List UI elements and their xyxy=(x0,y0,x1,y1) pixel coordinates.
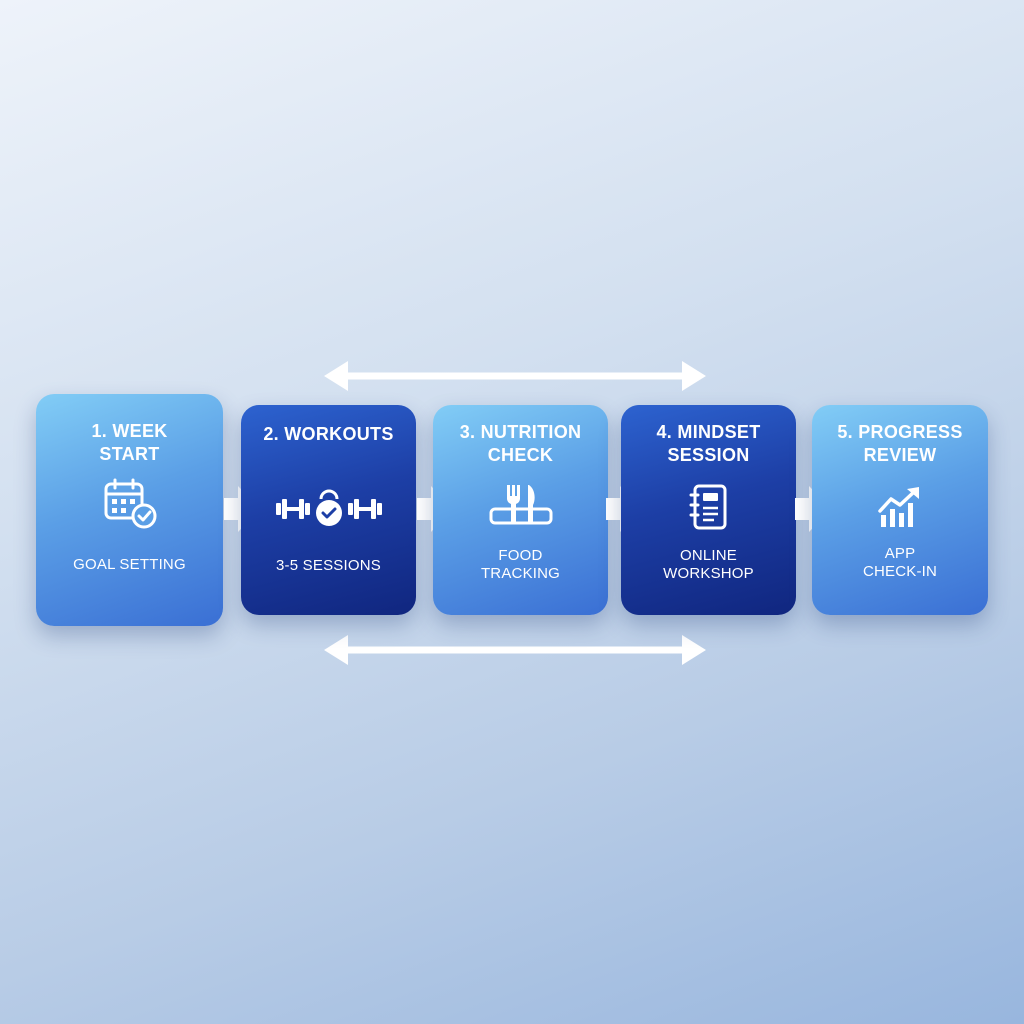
calendar-check-icon xyxy=(104,478,156,529)
step-caption: ONLINE WORKSHOP xyxy=(621,547,796,583)
step-card-nutrition-check: 3. NUTRITION CHECK FOOD TRACKING xyxy=(433,405,608,615)
step-caption-line: CHECK-IN xyxy=(862,563,938,580)
step-title-line: 2. WORKOUTS xyxy=(263,424,394,444)
step-title: 2. WORKOUTS xyxy=(241,423,416,446)
step-title: 1. WEEK START xyxy=(36,420,223,466)
step-title-line: START xyxy=(99,444,160,464)
step-caption-line: TRACKING xyxy=(480,565,561,582)
step-caption: 3-5 SESSIONS xyxy=(241,557,416,575)
step-caption-line: 3-5 SESSIONS xyxy=(276,557,381,574)
step-title: 5. PROGRESS REVIEW xyxy=(812,421,988,467)
step-title-line: REVIEW xyxy=(863,445,937,465)
step-card-workouts: 2. WORKOUTS 3-5 SESSIONS xyxy=(241,405,416,615)
step-title: 3. NUTRITION CHECK xyxy=(433,421,608,467)
step-title: 4. MINDSET SESSION xyxy=(621,421,796,467)
step-caption: FOOD TRACKING xyxy=(433,547,608,583)
dumbbell-kettlebell-icon xyxy=(275,489,382,526)
step-title-line: CHECK xyxy=(487,445,554,465)
step-caption-line: WORKSHOP xyxy=(663,565,754,582)
top-double-arrow xyxy=(324,361,706,391)
step-caption-line: GOAL SETTING xyxy=(73,556,186,573)
step-title-line: 5. PROGRESS xyxy=(837,422,963,442)
step-title-line: 4. MINDSET xyxy=(656,422,761,442)
step-title-line: 1. WEEK xyxy=(91,421,168,441)
step-caption-line: FOOD xyxy=(498,547,543,564)
step-card-mindset-session: 4. MINDSET SESSION ONLINE WORKSHOP xyxy=(621,405,796,615)
bottom-double-arrow xyxy=(324,635,706,665)
growth-chart-icon xyxy=(878,487,919,527)
notebook-icon xyxy=(689,484,726,530)
step-card-progress-review: 5. PROGRESS REVIEW APP CHECK-IN xyxy=(812,405,988,615)
step-card-week-start: 1. WEEK START GOAL SETTING xyxy=(36,394,223,626)
step-caption-line: APP xyxy=(884,545,916,562)
step-caption-line: ONLINE xyxy=(679,547,738,564)
step-title-line: SESSION xyxy=(667,445,750,465)
step-caption: APP CHECK-IN xyxy=(812,545,988,581)
fork-knife-icon xyxy=(489,485,552,525)
step-caption: GOAL SETTING xyxy=(36,556,223,574)
step-title-line: 3. NUTRITION xyxy=(459,422,582,442)
